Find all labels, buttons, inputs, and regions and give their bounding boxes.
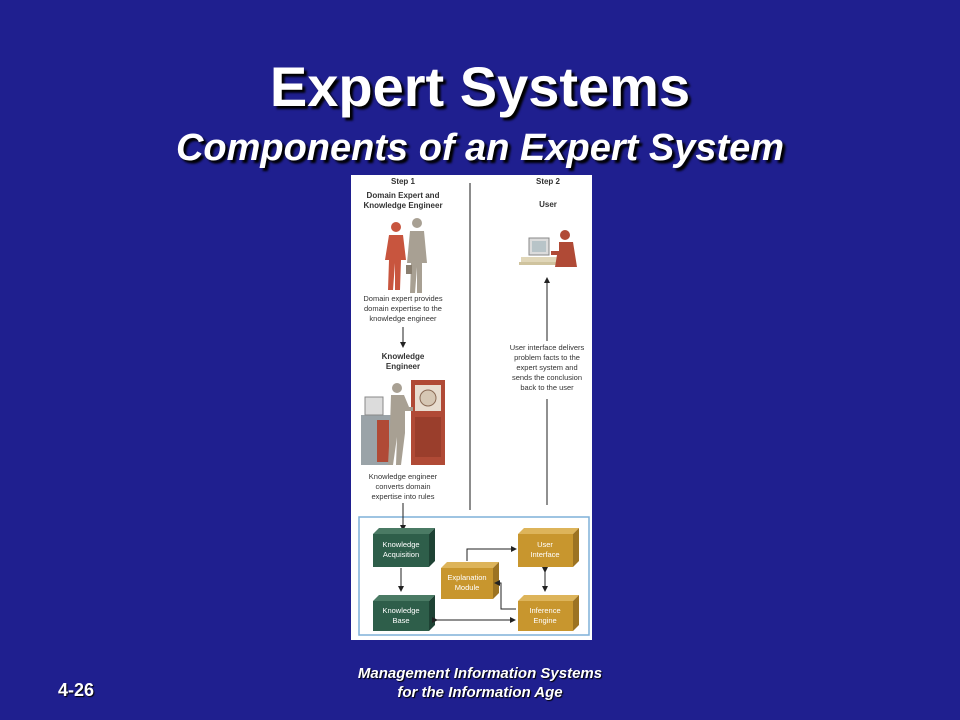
footer-line1: Management Information Systems [357, 665, 603, 682]
domain-expert-figure-icon [385, 222, 406, 290]
components-frame [358, 516, 590, 636]
computer-terminal-icon [361, 380, 445, 465]
expert-system-diagram: Step 1 Domain Expert and Knowledge Engin… [351, 175, 592, 640]
knowledge-base-box: Knowledge Base [373, 595, 435, 631]
user-interface-line1: User [537, 540, 553, 549]
step2-caption-line4: sends the conclusion [512, 373, 582, 382]
knowledge-acquisition-line1: Knowledge [382, 540, 419, 549]
knowledge-base-line1: Knowledge [382, 606, 419, 615]
inference-engine-line1: Inference [529, 606, 560, 615]
step2-caption-line2: problem facts to the [514, 353, 580, 362]
step1-caption-line2: domain expertise to the [364, 304, 442, 313]
engineer-at-computer-figure-icon [388, 383, 413, 465]
knowledge-base-line2: Base [392, 616, 409, 625]
rules-caption-line1: Knowledge engineer [369, 472, 438, 481]
footer-book-title: Management Information Systems for the I… [0, 664, 960, 702]
diagram-canvas: Step 1 Domain Expert and Knowledge Engin… [358, 177, 592, 636]
slide-subtitle: Components of an Expert System [175, 127, 785, 169]
user-interface-line2: Interface [530, 550, 559, 559]
explanation-module-line2: Module [455, 583, 480, 592]
rules-caption-line2: converts domain [375, 482, 430, 491]
engineer-label-line2: Engineer [386, 362, 420, 371]
knowledge-acquisition-box: Knowledge Acquisition [373, 528, 435, 567]
knowledge-acquisition-line2: Acquisition [383, 550, 419, 559]
explanation-module-line1: Explanation [447, 573, 486, 582]
inference-engine-box: Inference Engine [518, 595, 579, 631]
explanation-module-box: Explanation Module [441, 562, 499, 599]
inference-engine-line2: Engine [533, 616, 556, 625]
step1-label: Step 1 [391, 177, 416, 186]
step2-caption-line3: expert system and [516, 363, 577, 372]
step2-caption-bg [494, 341, 592, 399]
rules-caption-line3: expertise into rules [372, 492, 435, 501]
step2-caption-line1: User interface delivers [510, 343, 585, 352]
user-computer-icon [519, 237, 563, 265]
knowledge-engineer-figure-icon [406, 218, 427, 293]
page-number: 4-26 [58, 680, 95, 700]
step2-caption-line5: back to the user [520, 383, 574, 392]
step2-heading: User [539, 200, 557, 209]
step1-caption-line1: Domain expert provides [363, 294, 442, 303]
arrow-engine-to-explanation [494, 580, 516, 610]
footer-line2: for the Information Age [397, 684, 563, 701]
arrow-explanation-to-interface [466, 546, 517, 561]
step1-heading-line1: Domain Expert and [367, 191, 440, 200]
step2-label: Step 2 [536, 177, 561, 186]
step1-heading-line2: Knowledge Engineer [363, 201, 442, 210]
user-figure-icon [551, 230, 577, 267]
user-interface-box: User Interface [518, 528, 579, 567]
step1-caption-line3: knowledge engineer [369, 314, 437, 323]
engineer-label-line1: Knowledge [382, 352, 425, 361]
slide-title: Expert Systems [269, 55, 691, 118]
